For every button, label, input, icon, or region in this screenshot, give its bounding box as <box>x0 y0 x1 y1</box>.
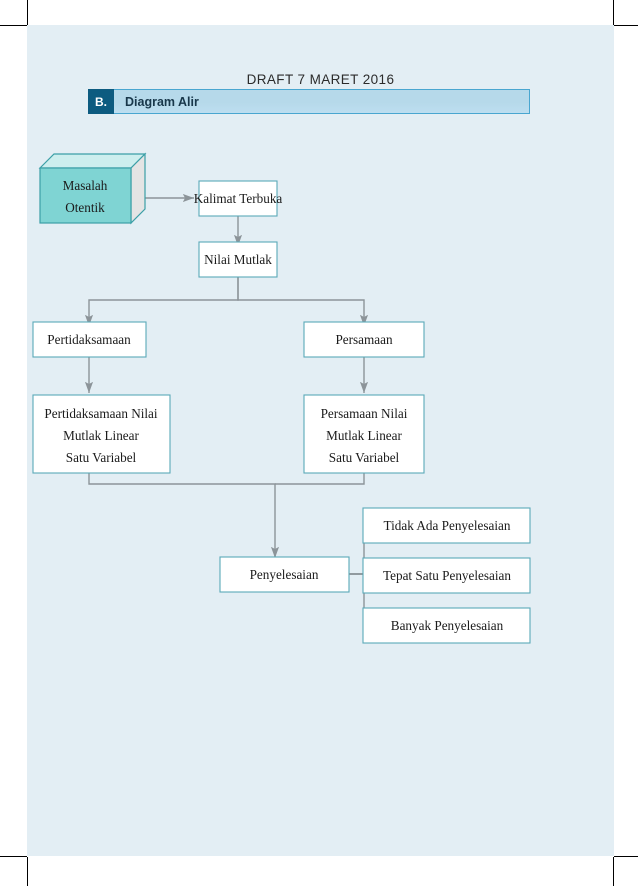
node-nilai-mutlak-label: Nilai Mutlak <box>204 252 272 267</box>
node-masalah-otentik-line1: Masalah <box>63 178 108 193</box>
node-persamaan-label: Persamaan <box>335 332 393 347</box>
cube-front-face <box>39 167 132 224</box>
edge-pm-merge-line <box>275 473 365 485</box>
node-pertidaksamaan-label: Pertidaksamaan <box>47 332 131 347</box>
node-tepat-satu-penyelesaian-box <box>362 557 531 594</box>
node-pertidaksamaan-nilai-mutlak-line3: Satu Variabel <box>66 450 137 465</box>
crop-mark-bottom-right-horizontal <box>614 856 638 857</box>
node-persamaan-nilai-mutlak-line2: Mutlak Linear <box>326 428 402 443</box>
node-nilai-mutlak[interactable]: Nilai Mutlak <box>198 241 278 278</box>
page-content-area: DRAFT 7 MARET 2016 B. Diagram Alir <box>27 25 614 856</box>
crop-mark-bottom-right-vertical <box>613 857 614 886</box>
node-pertidaksamaan-nilai-mutlak[interactable]: Pertidaksamaan Nilai Mutlak Linear Satu … <box>32 394 171 474</box>
node-tidak-ada-penyelesaian-label: Tidak Ada Penyelesaian <box>384 518 511 533</box>
edge-nilai-to-persamaan <box>237 277 369 326</box>
edge-nilai-boxes-to-penyelesaian <box>88 473 280 558</box>
node-penyelesaian-box <box>219 556 350 593</box>
section-letter-badge: B. <box>88 89 114 114</box>
edge-nilai-to-pertidaksamaan <box>84 277 239 326</box>
section-title: Diagram Alir <box>125 94 199 109</box>
node-pertidaksamaan[interactable]: Pertidaksamaan <box>32 321 147 358</box>
node-banyak-penyelesaian-box <box>362 607 531 644</box>
node-pertidaksamaan-box <box>32 321 147 358</box>
section-title-container: Diagram Alir <box>114 89 530 114</box>
draft-title: DRAFT 7 MARET 2016 <box>246 72 395 87</box>
section-heading-bar: B. Diagram Alir <box>88 89 530 114</box>
cube-top-face <box>38 153 147 169</box>
flow-diagram: Masalah Otentik Kalimat Terbuka Nilai Mu… <box>27 130 614 690</box>
node-kalimat-terbuka-box <box>198 180 278 217</box>
node-banyak-penyelesaian-label: Banyak Penyelesaian <box>391 618 504 633</box>
node-persamaan-box <box>303 321 425 358</box>
crop-mark-top-right-horizontal <box>614 25 638 26</box>
node-pertidaksamaan-nilai-mutlak-box <box>32 394 171 474</box>
node-persamaan-nilai-mutlak-line3: Satu Variabel <box>329 450 400 465</box>
node-masalah-otentik[interactable]: Masalah Otentik <box>38 152 147 225</box>
node-tepat-satu-penyelesaian[interactable]: Tepat Satu Penyelesaian <box>362 557 531 594</box>
node-pertidaksamaan-nilai-mutlak-line2: Mutlak Linear <box>63 428 139 443</box>
node-persamaan-nilai-mutlak-line1: Persamaan Nilai <box>321 406 408 421</box>
node-penyelesaian[interactable]: Penyelesaian <box>219 556 350 593</box>
crop-mark-bottom-left-vertical <box>27 857 28 886</box>
node-pertidaksamaan-nilai-mutlak-line1: Pertidaksamaan Nilai <box>44 406 157 421</box>
crop-mark-top-left-vertical <box>27 0 28 25</box>
node-banyak-penyelesaian[interactable]: Banyak Penyelesaian <box>362 607 531 644</box>
crop-mark-bottom-left-horizontal <box>0 856 27 857</box>
node-nilai-mutlak-box <box>198 241 278 278</box>
node-tidak-ada-penyelesaian[interactable]: Tidak Ada Penyelesaian <box>362 507 531 544</box>
node-tidak-ada-penyelesaian-box <box>362 507 531 544</box>
node-persamaan-nilai-mutlak-box <box>303 394 425 474</box>
crop-mark-top-right-vertical <box>613 0 614 25</box>
node-kalimat-terbuka-label: Kalimat Terbuka <box>194 191 283 206</box>
node-kalimat-terbuka[interactable]: Kalimat Terbuka <box>194 180 283 217</box>
node-persamaan[interactable]: Persamaan <box>303 321 425 358</box>
node-tepat-satu-penyelesaian-label: Tepat Satu Penyelesaian <box>383 568 511 583</box>
node-masalah-otentik-line2: Otentik <box>65 200 105 215</box>
crop-mark-top-left-horizontal <box>0 25 27 26</box>
node-persamaan-nilai-mutlak[interactable]: Persamaan Nilai Mutlak Linear Satu Varia… <box>303 394 425 474</box>
node-penyelesaian-label: Penyelesaian <box>250 567 319 582</box>
